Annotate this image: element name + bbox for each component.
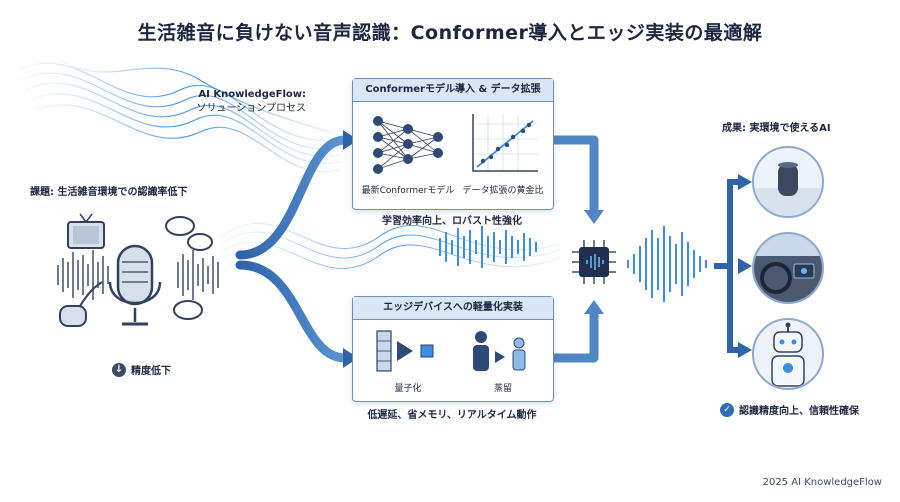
car-dashboard-circle bbox=[752, 232, 824, 304]
arrow-head-top bbox=[343, 130, 358, 150]
edge-panel: エッジデバイスへの軽量化実装 量子化 蒸留 bbox=[352, 296, 554, 402]
arrow-head-down bbox=[584, 210, 604, 224]
arrow-head-up bbox=[584, 300, 604, 314]
neural-network-icon bbox=[373, 116, 443, 174]
conformer-summary: 学習効率向上、ロバスト性強化 bbox=[382, 216, 522, 227]
car-dashboard-icon bbox=[754, 234, 822, 302]
edge-summary: 低遅延、省メモリ、リアルタイム動作 bbox=[367, 410, 537, 421]
distillation-caption: 蒸留 bbox=[493, 384, 512, 394]
merge-arrows bbox=[552, 135, 599, 363]
microphone-icon bbox=[108, 244, 162, 326]
arrow-head-bottom bbox=[343, 348, 358, 368]
conformer-model-caption: 最新Conformerモデル bbox=[361, 186, 455, 196]
problem-label: 課題: 生活雑音環境での認識率低下 bbox=[30, 187, 188, 198]
flow-label-line1: AI KnowledgeFlow: bbox=[198, 89, 306, 100]
robot-icon bbox=[771, 322, 805, 387]
check-icon: ✓ bbox=[720, 402, 734, 417]
distillation-icon bbox=[473, 331, 526, 371]
outcome-label: 成果: 実環境で使えるAI bbox=[722, 123, 831, 134]
vacuum-icon bbox=[59, 281, 103, 327]
footer-credit: 2025 AI KnowledgeFlow bbox=[762, 477, 882, 488]
quantization-icon bbox=[376, 330, 434, 372]
augmentation-caption: データ拡張の黄金比 bbox=[462, 186, 544, 196]
center-waveform bbox=[439, 226, 537, 268]
output-bracket bbox=[714, 179, 738, 353]
arrow-down-icon: ↓ bbox=[112, 362, 126, 377]
precision-drop-label: 精度低下 bbox=[131, 366, 171, 377]
flow-label-line2: ソリューションプロセス bbox=[196, 103, 307, 114]
chip-icon bbox=[572, 240, 616, 284]
edge-panel-header: エッジデバイスへの軽量化実装 bbox=[353, 297, 553, 320]
conformer-panel: Conformerモデル導入 & データ拡張 最新Conformerモデル デー… bbox=[352, 78, 554, 210]
smart-speaker-circle bbox=[752, 146, 824, 218]
outcome-result: ✓ 認識精度向上、信頼性確保 bbox=[720, 402, 859, 417]
clean-waveform bbox=[627, 226, 707, 302]
tv-icon bbox=[67, 213, 105, 249]
page-title: 生活雑音に負けない音声認識：Conformer導入とエッジ実装の最適解 bbox=[137, 22, 763, 44]
split-arrows bbox=[235, 135, 350, 363]
smart-speaker-icon bbox=[754, 162, 822, 216]
noise-waveform bbox=[57, 250, 219, 300]
noise-scene bbox=[59, 213, 213, 327]
conformer-panel-header: Conformerモデル導入 & データ拡張 bbox=[353, 79, 553, 102]
flow-label: AI KnowledgeFlow: ソリューションプロセス bbox=[186, 88, 307, 116]
quantization-caption: 量子化 bbox=[394, 384, 422, 394]
robot-circle bbox=[752, 318, 824, 390]
sound-swirl bbox=[19, 59, 341, 173]
speech-bubble-icon bbox=[165, 216, 213, 320]
precision-drop: ↓ 精度低下 bbox=[112, 362, 171, 377]
augmentation-chart-icon bbox=[472, 114, 538, 172]
outcome-result-label: 認識精度向上、信頼性確保 bbox=[739, 406, 859, 417]
